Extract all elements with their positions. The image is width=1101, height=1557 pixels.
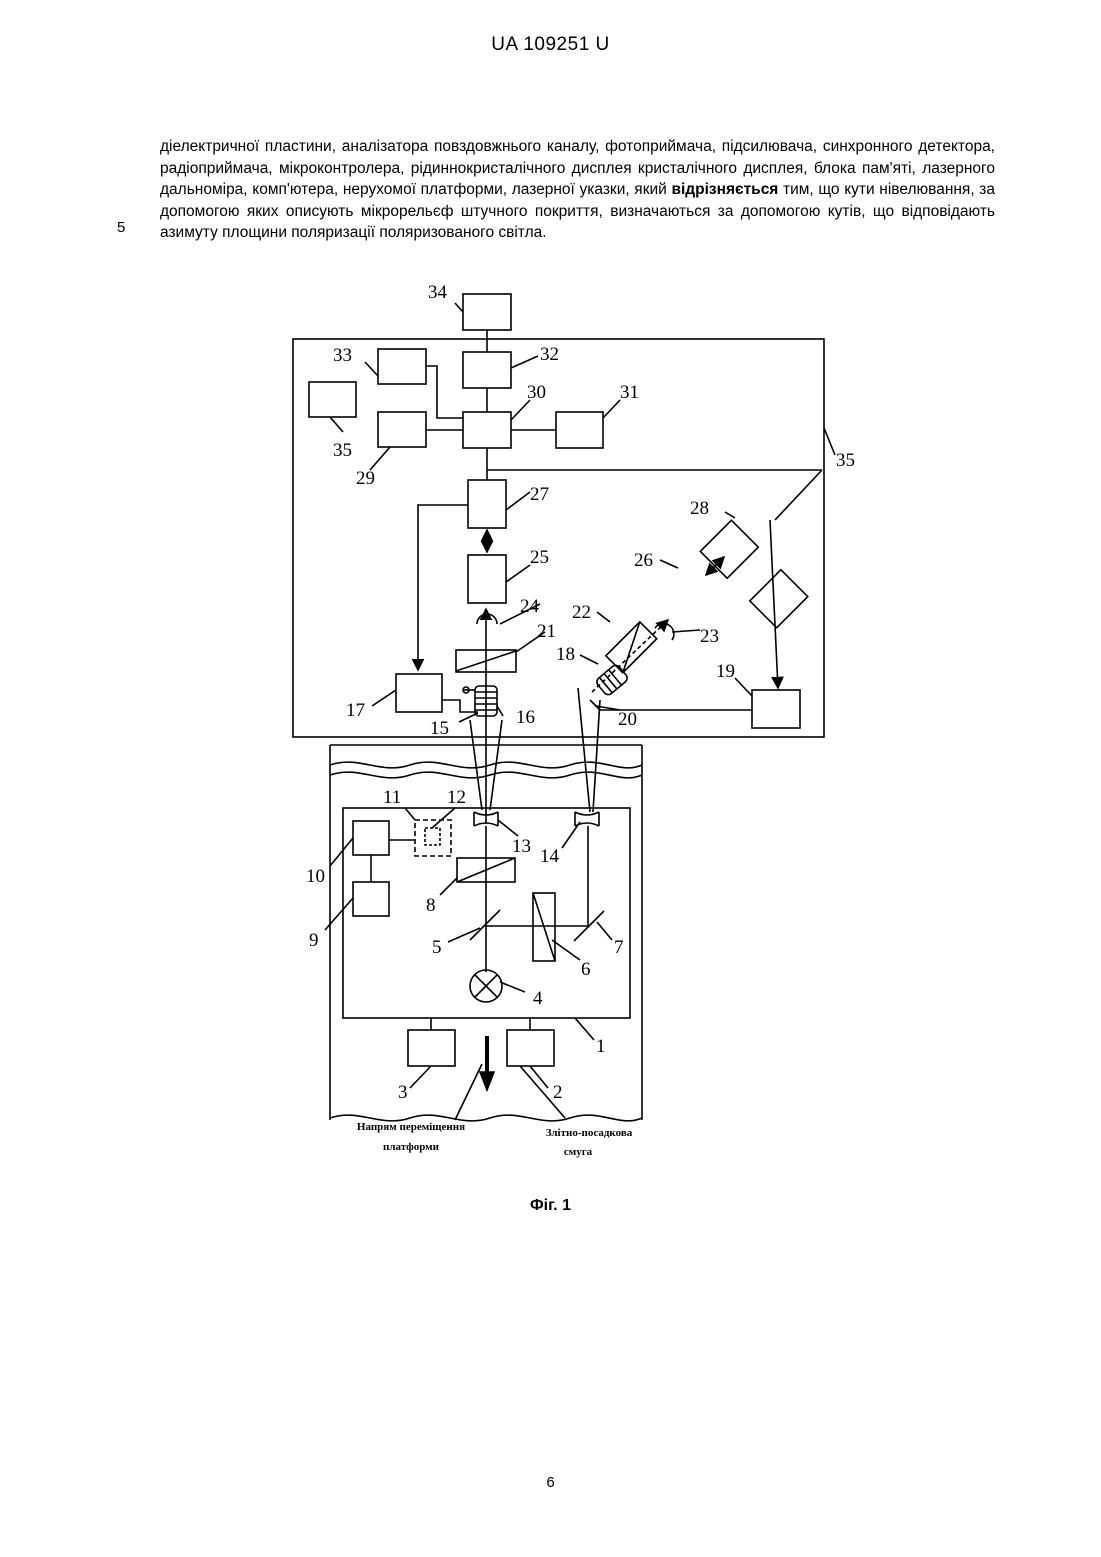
block-3 (408, 1030, 455, 1066)
label-13: 13 (512, 836, 531, 857)
block-17 (396, 674, 442, 712)
label-6: 6 (581, 959, 591, 980)
label-21: 21 (537, 621, 556, 642)
label-35-housing: 35 (836, 450, 855, 471)
block-34 (463, 294, 511, 330)
caption-strip-line2: смуга (564, 1146, 593, 1158)
label-2: 2 (553, 1082, 563, 1103)
label-5: 5 (432, 937, 442, 958)
label-11: 11 (383, 787, 401, 808)
label-8: 8 (426, 895, 436, 916)
label-27: 27 (530, 484, 549, 505)
label-4: 4 (533, 988, 543, 1009)
label-25: 25 (530, 547, 549, 568)
upper-housing-35 (293, 339, 824, 737)
caption-strip-line1: Злітно-посадкова (546, 1127, 633, 1139)
block-33 (378, 349, 426, 384)
block-19 (752, 690, 800, 728)
figure-caption: Фіг. 1 (0, 1197, 1101, 1215)
caption-direction-line2: платформи (383, 1141, 440, 1153)
patent-figure: 34 33 32 30 31 35 29 35 27 28 25 26 24 2… (0, 0, 1101, 1200)
block-9 (353, 882, 389, 916)
block-10 (353, 821, 389, 855)
label-14: 14 (540, 846, 560, 867)
label-3: 3 (398, 1082, 408, 1103)
label-29: 29 (356, 468, 375, 489)
label-34: 34 (428, 282, 448, 303)
label-28: 28 (690, 498, 709, 519)
label-10: 10 (306, 866, 325, 887)
block-32 (463, 352, 511, 388)
page-number: 6 (0, 1474, 1101, 1491)
label-20: 20 (618, 709, 637, 730)
label-1: 1 (596, 1036, 606, 1057)
label-32: 32 (540, 344, 559, 365)
block-30 (463, 412, 511, 448)
label-9: 9 (309, 930, 319, 951)
label-18: 18 (556, 644, 575, 665)
block-25 (468, 555, 506, 603)
label-7: 7 (614, 937, 624, 958)
label-17: 17 (346, 700, 365, 721)
label-31: 31 (620, 382, 639, 403)
label-26: 26 (634, 550, 653, 571)
label-30: 30 (527, 382, 546, 403)
label-33: 33 (333, 345, 352, 366)
block-2 (507, 1030, 554, 1066)
caption-direction-line1: Напрям переміщення (357, 1121, 465, 1133)
block-35-small (309, 382, 356, 417)
block-26 (750, 570, 808, 628)
block-29 (378, 412, 426, 447)
label-35-small: 35 (333, 440, 352, 461)
label-23: 23 (700, 626, 719, 647)
label-15: 15 (430, 718, 449, 739)
block-28 (700, 520, 758, 578)
label-16: 16 (516, 707, 535, 728)
label-19: 19 (716, 661, 735, 682)
label-22: 22 (572, 602, 591, 623)
block-12 (425, 828, 440, 845)
label-12: 12 (447, 787, 466, 808)
block-11 (415, 820, 451, 856)
block-27 (468, 480, 506, 528)
block-31 (556, 412, 603, 448)
label-24: 24 (520, 596, 540, 617)
